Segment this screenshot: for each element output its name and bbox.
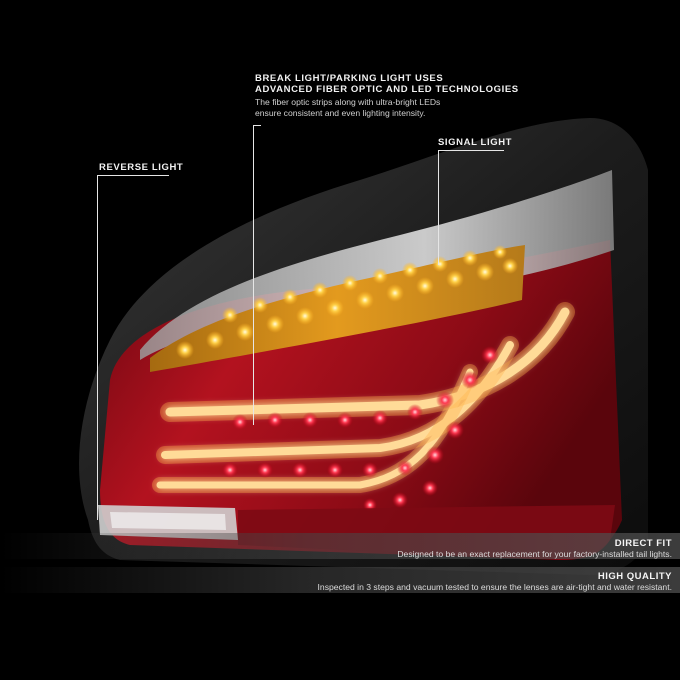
- feature-band-high-quality: [0, 567, 680, 593]
- feature-band-direct-fit: [0, 533, 680, 559]
- brake-callout-title-2: ADVANCED FIBER OPTIC AND LED TECHNOLOGIE…: [255, 84, 519, 95]
- signal-callout-title: SIGNAL LIGHT: [438, 137, 513, 148]
- fiber-optic-halo: [152, 302, 575, 493]
- brake-leader-vertical: [253, 125, 254, 425]
- reverse-leader-top: [97, 175, 169, 176]
- amber-led-array: [176, 245, 518, 359]
- reverse-leader-vertical: [97, 175, 98, 520]
- reverse-callout-title: REVERSE LIGHT: [99, 162, 184, 173]
- brake-callout-desc-2: ensure consistent and even lighting inte…: [255, 108, 426, 118]
- feature-desc-direct-fit: Designed to be an exact replacement for …: [397, 549, 672, 559]
- brake-callout-title-1: BREAK LIGHT/PARKING LIGHT USES: [255, 73, 444, 84]
- feature-title-direct-fit: DIRECT FIT: [614, 538, 672, 549]
- signal-leader-vertical: [438, 150, 439, 265]
- fiber-optic-strips: [156, 307, 570, 489]
- signal-leader-top: [438, 150, 504, 151]
- brake-leader-top: [253, 125, 261, 126]
- brake-callout-desc-1: The fiber optic strips along with ultra-…: [255, 97, 441, 107]
- reverse-light-reflector: [110, 512, 226, 530]
- red-led-array: [222, 346, 499, 512]
- feature-title-high-quality: HIGH QUALITY: [597, 571, 672, 582]
- feature-desc-high-quality: Inspected in 3 steps and vacuum tested t…: [317, 582, 672, 592]
